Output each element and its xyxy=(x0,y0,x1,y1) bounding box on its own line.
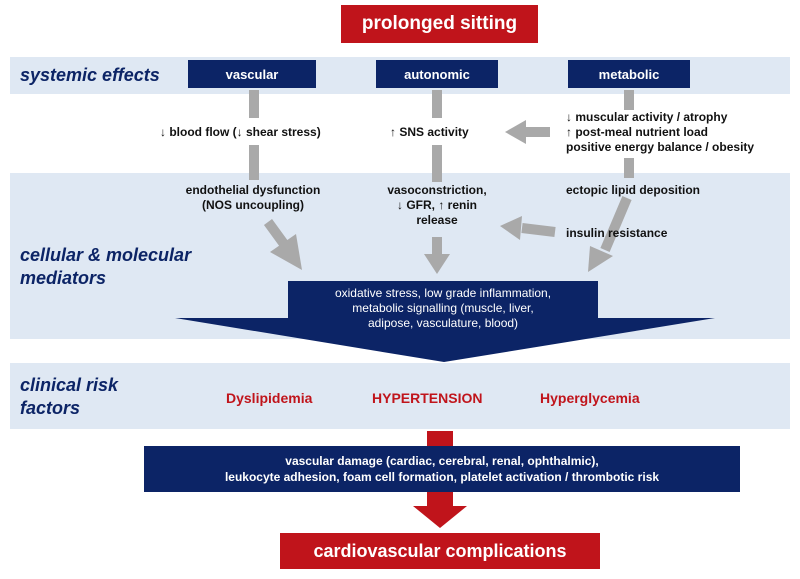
ectopic-lipid-text: ectopic lipid deposition xyxy=(566,183,701,197)
insulin-to-autonomic-arrowhead xyxy=(500,216,522,240)
sns-activity-text: ↑ SNS activity xyxy=(390,125,469,139)
funnel-line2: metabolic signalling (muscle, liver, xyxy=(352,301,534,315)
damage-line2: leukocyte adhesion, foam cell formation,… xyxy=(224,470,660,484)
vasoconstriction-text: vasoconstriction, xyxy=(387,183,487,197)
blood-flow-text: ↓ blood flow (↓ shear stress) xyxy=(160,125,321,139)
section-clinical-line1: clinical risk xyxy=(20,375,119,395)
mediators-funnel xyxy=(175,281,715,362)
autonomic-box: autonomic xyxy=(376,60,498,88)
vascular-box: vascular xyxy=(188,60,316,88)
section-systemic-effects: systemic effects xyxy=(20,65,160,85)
metabolic-arrowhead xyxy=(588,246,613,272)
release-text: release xyxy=(416,213,458,227)
complication-arrowhead xyxy=(413,506,467,528)
risk-arrow-shaft xyxy=(427,431,453,446)
section-cellular-line2: mediators xyxy=(20,268,107,288)
complication-arrow-shaft xyxy=(427,492,453,506)
nutrient-load-text: ↑ post-meal nutrient load xyxy=(566,125,709,139)
cardiovascular-complications-box: cardiovascular complications xyxy=(280,533,600,569)
insulin-resistance-text: insulin resistance xyxy=(566,226,668,240)
dyslipidemia-label: Dyslipidemia xyxy=(226,390,313,406)
nos-uncoupling-text: (NOS uncoupling) xyxy=(202,198,304,212)
damage-line1: vascular damage (cardiac, cerebral, rena… xyxy=(285,454,599,468)
autonomic-arrowhead xyxy=(424,254,450,274)
vascular-arrowhead xyxy=(270,234,302,270)
section-cellular-line1: cellular & molecular xyxy=(20,245,192,265)
prolonged-sitting-box: prolonged sitting xyxy=(341,5,538,43)
funnel-line3: adipose, vasculature, blood) xyxy=(367,316,519,330)
funnel-line1: oxidative stress, low grade inflammation… xyxy=(334,286,552,300)
vascular-damage-box: vascular damage (cardiac, cerebral, rena… xyxy=(144,446,740,492)
endothelial-dysfunction-text: endothelial dysfunction xyxy=(185,183,321,197)
hypertension-label: HYPERTENSION xyxy=(372,390,483,406)
clinical-risk-band xyxy=(10,363,790,429)
gfr-renin-text: ↓ GFR, ↑ renin xyxy=(396,198,477,212)
muscular-activity-text: ↓ muscular activity / atrophy xyxy=(566,110,728,124)
energy-balance-text: positive energy balance / obesity xyxy=(566,140,755,154)
metabolic-box: metabolic xyxy=(568,60,690,88)
metabolic-to-autonomic-arrowhead xyxy=(505,120,526,144)
section-clinical-line2: factors xyxy=(20,398,81,418)
hyperglycemia-label: Hyperglycemia xyxy=(540,390,640,406)
